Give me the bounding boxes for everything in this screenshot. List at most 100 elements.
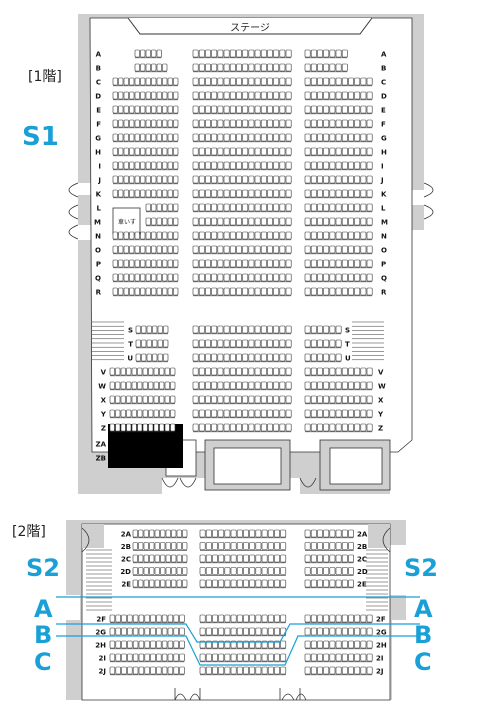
section-c-left-label: C xyxy=(34,648,52,676)
row-label-F-left: F xyxy=(96,121,101,129)
row-label-P-left: P xyxy=(96,261,101,269)
row-label-ZA: ZA xyxy=(96,441,107,449)
row-label-2A-right: 2A xyxy=(357,531,368,539)
row-label-V-right: V xyxy=(378,369,384,377)
floor1-exits xyxy=(165,439,391,491)
wheelchair-area: 車いす xyxy=(112,207,141,235)
seat-row-A-center xyxy=(192,49,292,59)
row-label-2E-right: 2E xyxy=(357,581,367,589)
seat-row-2H-left xyxy=(109,640,185,650)
row-label-2J-left: 2J xyxy=(99,668,106,676)
seat-row-D-right xyxy=(304,91,373,101)
seat-row-2H-right xyxy=(304,640,373,650)
seat-row-I-center xyxy=(192,161,292,171)
seat-row-M-right xyxy=(304,217,373,227)
seat-row-H-right xyxy=(304,147,373,157)
seat-row-N-right xyxy=(304,231,373,241)
row-label-2B-right: 2B xyxy=(357,543,367,551)
seat-row-K-left xyxy=(112,189,179,199)
seat-row-Y-center xyxy=(192,409,292,419)
seat-row-2A-center xyxy=(199,529,287,539)
seat-row-2I-center xyxy=(199,653,287,663)
seat-row-T-right xyxy=(304,339,342,349)
seat-row-2C-right xyxy=(304,554,354,564)
seat-row-2G-center xyxy=(199,627,287,637)
row-label-2G-left: 2G xyxy=(95,629,106,637)
row-label-D-left: D xyxy=(95,93,101,101)
row-label-2F-left: 2F xyxy=(96,616,106,624)
seat-row-Y-right xyxy=(304,409,373,419)
seat-row-H-left xyxy=(112,147,179,157)
row-label-F-right: F xyxy=(381,121,386,129)
seat-row-R-right xyxy=(304,287,373,297)
row-label-2D-left: 2D xyxy=(120,568,131,576)
row-label-N-right: N xyxy=(381,233,387,241)
seat-row-E-left xyxy=(112,105,179,115)
row-label-U-left: U xyxy=(127,355,133,363)
seat-row-C-center xyxy=(192,77,292,87)
seat-row-H-center xyxy=(192,147,292,157)
seat-row-X-right xyxy=(304,395,373,405)
seat-row-W-left xyxy=(109,381,176,391)
row-label-2I-left: 2I xyxy=(99,655,106,663)
seat-row-T-center xyxy=(192,339,292,349)
row-label-B-left: B xyxy=(96,65,101,73)
row-label-Y-right: Y xyxy=(377,411,384,419)
row-label-2A-left: 2A xyxy=(121,531,132,539)
seat-row-U-left xyxy=(135,353,169,363)
row-label-A-left: A xyxy=(96,51,102,59)
row-label-Z-left: Z xyxy=(101,425,106,433)
seat-row-Z-left xyxy=(109,423,176,433)
seat-row-N-center xyxy=(192,231,292,241)
seat-row-G-left xyxy=(112,133,179,143)
seat-row-Z-right xyxy=(304,423,373,433)
section-s2-right-label: S2 xyxy=(404,554,438,582)
seat-row-Q-left xyxy=(112,273,179,283)
seat-row-2D-center xyxy=(199,567,287,576)
row-label-J-left: J xyxy=(97,177,101,185)
section-lines xyxy=(56,596,420,666)
row-label-T-left: T xyxy=(128,341,133,349)
seat-row-G-center xyxy=(192,133,292,143)
row-label-M-right: M xyxy=(381,219,388,227)
wheelchair-label: 車いす xyxy=(118,218,136,226)
seat-row-2F-left xyxy=(109,614,185,624)
row-label-O-left: O xyxy=(95,247,101,255)
row-label-2E-left: 2E xyxy=(121,581,131,589)
seat-row-E-right xyxy=(304,105,373,115)
seat-row-2B-center xyxy=(199,542,287,551)
seat-row-B-center xyxy=(192,63,292,73)
row-label-2H-right: 2H xyxy=(376,642,387,650)
seat-row-K-center xyxy=(192,189,292,199)
seat-row-C-right xyxy=(304,77,373,87)
row-label-J-right: J xyxy=(380,177,384,185)
seat-row-S-right xyxy=(304,325,342,335)
row-label-2F-right: 2F xyxy=(376,616,386,624)
row-label-2J-right: 2J xyxy=(376,668,383,676)
seat-row-2D-right xyxy=(304,567,354,576)
section-s1-label: S1 xyxy=(22,122,59,152)
seat-row-O-left xyxy=(112,245,179,255)
row-label-C-right: C xyxy=(381,79,386,87)
seat-row-I-left xyxy=(112,161,179,171)
row-label-2G-right: 2G xyxy=(376,629,387,637)
row-label-2I-right: 2I xyxy=(376,655,383,663)
seat-row-2A-right xyxy=(304,529,354,539)
floor1-title: [1階] xyxy=(28,69,62,85)
row-label-I-left: I xyxy=(98,163,101,171)
row-label-B-right: B xyxy=(381,65,386,73)
seat-row-L-center xyxy=(192,203,292,213)
seat-row-F-left xyxy=(112,119,179,129)
row-label-E-left: E xyxy=(96,107,101,115)
seat-row-2F-right xyxy=(304,614,373,624)
seat-row-N-left xyxy=(112,231,179,241)
seat-row-B-left xyxy=(134,63,168,73)
row-label-2B-left: 2B xyxy=(121,543,131,551)
row-label-Q-right: Q xyxy=(381,275,387,283)
row-label-R-right: R xyxy=(381,289,387,297)
seat-row-D-center xyxy=(192,91,292,101)
seat-row-S-center xyxy=(192,325,292,335)
row-label-V-left: V xyxy=(101,369,107,377)
seat-row-2C-center xyxy=(199,554,287,564)
